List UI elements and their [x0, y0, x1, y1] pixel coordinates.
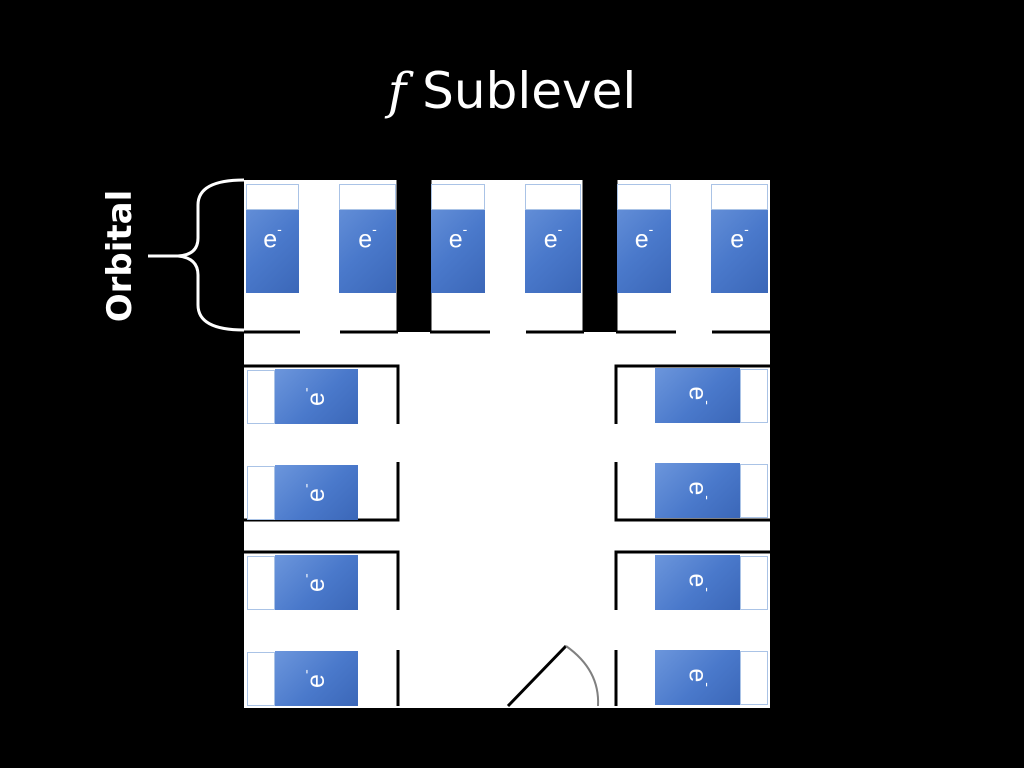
orbital-bed-11: e-	[655, 368, 740, 423]
electron-label: e-	[358, 221, 377, 254]
electron-label: e-	[683, 668, 717, 687]
orbital-bed-10: e-	[275, 651, 358, 706]
pillow	[431, 184, 485, 210]
orbital-bed-8: e-	[275, 465, 358, 520]
pillow	[246, 184, 299, 210]
electron-label: e-	[448, 221, 468, 254]
pillow	[740, 651, 768, 705]
electron-label: e-	[297, 387, 331, 406]
floor-area	[244, 180, 770, 708]
pillow	[247, 556, 275, 610]
electron-label: e-	[297, 483, 331, 502]
pillow	[247, 466, 275, 520]
orbital-bed-2: e-	[339, 184, 396, 293]
orbital-bed-13: e-	[655, 555, 740, 610]
pillow	[339, 184, 396, 210]
orbital-brace	[177, 178, 245, 332]
pillow	[617, 184, 671, 210]
pillow	[247, 652, 275, 706]
pillow	[740, 464, 768, 518]
pillow	[711, 184, 768, 210]
electron-label: e-	[297, 573, 331, 592]
electron-label: e-	[634, 221, 654, 254]
orbital-bed-1: e-	[246, 184, 299, 293]
orbital-bed-9: e-	[275, 555, 358, 610]
electron-label: e-	[543, 221, 563, 254]
orbital-bed-3: e-	[431, 184, 485, 293]
orbital-bed-4: e-	[525, 184, 581, 293]
title-rest: Sublevel	[406, 62, 637, 120]
orbital-bed-7: e-	[275, 369, 358, 424]
pillow	[740, 369, 768, 423]
top-wall-gap-left	[398, 180, 430, 332]
orbital-bed-12: e-	[655, 463, 740, 518]
orbital-bed-14: e-	[655, 650, 740, 705]
walls	[244, 180, 770, 708]
door-arc	[565, 645, 600, 707]
pillow	[740, 556, 768, 610]
electron-label: e-	[683, 573, 717, 592]
electron-label: e-	[730, 221, 749, 254]
orbital-bed-5: e-	[617, 184, 671, 293]
slide-title: f Sublevel	[0, 62, 1024, 120]
electron-label: e-	[297, 669, 331, 688]
pillow	[525, 184, 581, 210]
title-italic-f: f	[387, 62, 407, 120]
top-wall-gap-right	[584, 180, 616, 332]
electron-label: e-	[683, 481, 717, 500]
electron-label: e-	[263, 221, 282, 254]
orbital-bed-6: e-	[711, 184, 768, 293]
electron-label: e-	[683, 386, 717, 405]
pillow	[247, 370, 275, 424]
